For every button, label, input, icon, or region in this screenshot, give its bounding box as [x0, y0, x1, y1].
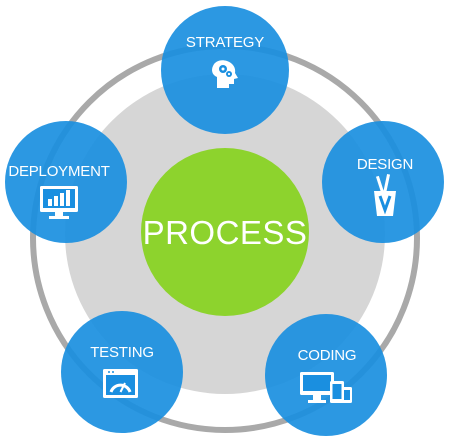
step-circle: [322, 121, 444, 243]
step-label: CODING: [298, 347, 357, 364]
step-label: STRATEGY: [186, 34, 264, 51]
head-gears-icon: [212, 60, 238, 88]
step-strategy: STRATEGY: [161, 6, 289, 134]
monitor-chart-icon: [40, 186, 78, 219]
step-deployment: DEPLOYMENT: [5, 121, 127, 243]
step-label: DEPLOYMENT: [8, 163, 109, 180]
center-label: PROCESS: [143, 214, 308, 251]
step-label: TESTING: [90, 344, 154, 361]
step-coding: CODING: [265, 314, 387, 436]
step-circle: [5, 121, 127, 243]
speedometer-window-icon: [103, 369, 138, 398]
step-design: DESIGN: [322, 121, 444, 243]
devices-icon: [300, 372, 352, 403]
center-circle: [141, 148, 309, 316]
step-testing: TESTING: [61, 311, 183, 433]
step-label: DESIGN: [357, 156, 413, 173]
pencil-cup-icon: [374, 174, 396, 216]
